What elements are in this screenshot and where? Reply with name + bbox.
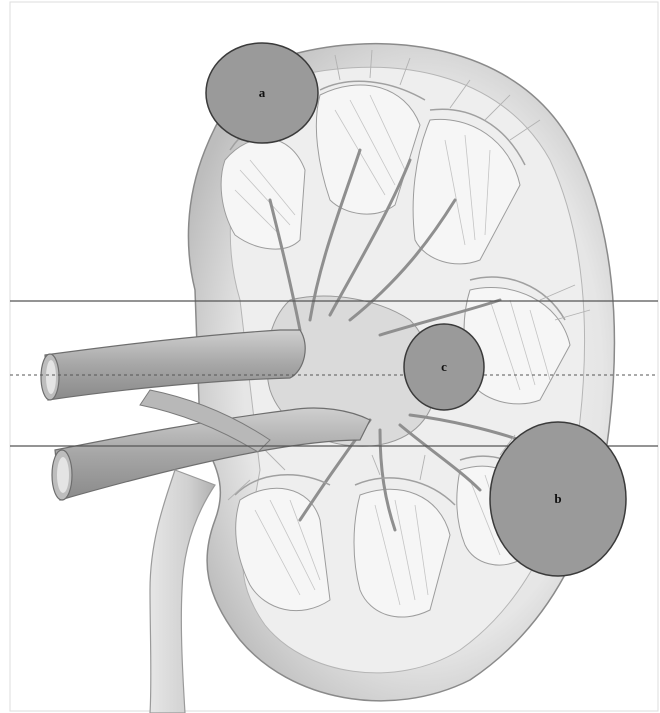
- renal-vein-lumen: [46, 360, 56, 394]
- marker-c: c: [404, 324, 484, 410]
- marker-c-label: c: [441, 359, 447, 374]
- marker-a-label: a: [259, 85, 266, 100]
- marker-a: a: [206, 43, 318, 143]
- ureter: [150, 470, 215, 713]
- renal-artery-lumen: [57, 457, 69, 493]
- marker-b: b: [490, 422, 626, 576]
- marker-b-label: b: [554, 491, 561, 506]
